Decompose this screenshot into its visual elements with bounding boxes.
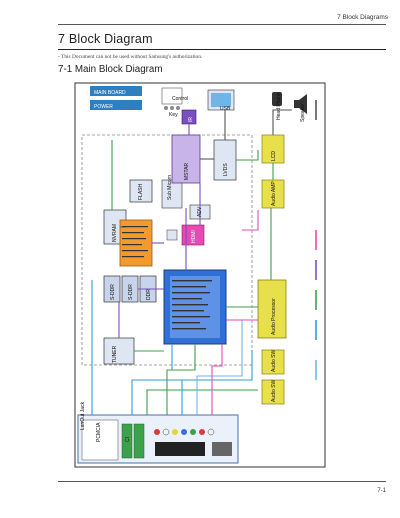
chapter-rule [58, 49, 386, 50]
power-label: POWER [94, 104, 113, 110]
tuner-block [103, 337, 135, 365]
hdmi-label: HDMI [191, 230, 197, 243]
section-title: 7-1 Main Block Diagram [58, 64, 163, 75]
ci-label: CI [125, 437, 131, 442]
main-block-diagram: LanOut Jack PCMCIA CI TUNER S-DDR S-DDR … [74, 82, 326, 468]
key-dot-1 [164, 106, 168, 110]
power-title-bar [90, 100, 142, 110]
jack-white-b [207, 428, 215, 436]
ir-label: IR [188, 117, 194, 122]
nvram-label: NVRAM [112, 224, 118, 242]
key-label: Key [169, 112, 178, 118]
lvds-label: LVDS [223, 163, 229, 176]
hdmi-connector [212, 442, 232, 456]
flash-label: FLASH [138, 183, 144, 200]
speaker-label: Speaker [300, 103, 306, 122]
ci-slot [121, 423, 133, 459]
control-block [161, 87, 183, 105]
audio-sw-label-b: Audio SW [271, 379, 277, 402]
adv-label: ADV [197, 206, 203, 217]
speaker-icon [294, 94, 307, 114]
key-dot-3 [176, 106, 180, 110]
jack-white [162, 428, 170, 436]
mstar-block [171, 134, 201, 184]
audio-sw-label: Audio SW [271, 349, 277, 372]
jack-red-b [199, 429, 205, 435]
audio-processor-label: Audio Processor [271, 298, 277, 335]
headphone-label: Head Phone [276, 92, 282, 120]
scart-connector [155, 442, 205, 456]
annotation-marks [122, 226, 212, 330]
ddr-label-b: S-DDR [128, 284, 134, 300]
lcd-label: LCD [271, 151, 277, 161]
jack-yellow [172, 429, 178, 435]
jack-row [154, 428, 232, 456]
control-label: Control [172, 96, 188, 102]
lan-label: LanOut Jack [80, 401, 86, 430]
hdmi-rx-block [181, 224, 205, 246]
headphone-icon [272, 92, 282, 106]
lcd-screen [211, 93, 231, 107]
running-title: 7 Block Diagrams [337, 14, 388, 21]
footer-rule [58, 481, 386, 482]
key-dot-2 [170, 106, 174, 110]
ddr-label-c: DDR [146, 289, 152, 300]
mainboard-region [81, 134, 253, 366]
pcmcia-block [81, 419, 119, 461]
jack-red [154, 429, 160, 435]
mstar-label: MSTAR [184, 162, 190, 180]
page-number: 7-1 [377, 488, 386, 494]
audio-sw-block-b [261, 379, 285, 405]
tuner-label: TUNER [112, 345, 118, 363]
mainboard-label: MAIN BOARD [94, 90, 126, 96]
mainboard-title-bar [90, 86, 142, 96]
usb-label: USB [220, 106, 231, 112]
authorization-notice: - This Document can not be used without … [58, 54, 203, 60]
jack-green [190, 429, 196, 435]
header-rule [58, 24, 386, 25]
flash-block [129, 179, 153, 203]
jack-blue [181, 429, 187, 435]
chapter-title: 7 Block Diagram [58, 32, 153, 46]
ci-slot-b [133, 423, 145, 459]
audio-amp-label: Audio AMP [271, 181, 277, 206]
ddr-label-a: S-DDR [110, 284, 116, 300]
sub-micom-label: Sub Micom [167, 175, 173, 200]
audio-sw-block [261, 349, 285, 375]
pcmcia-label: PCMCIA [96, 422, 102, 442]
audio-processor-block [257, 279, 287, 339]
ddr-block-a [103, 275, 121, 303]
small-ic [166, 229, 178, 241]
